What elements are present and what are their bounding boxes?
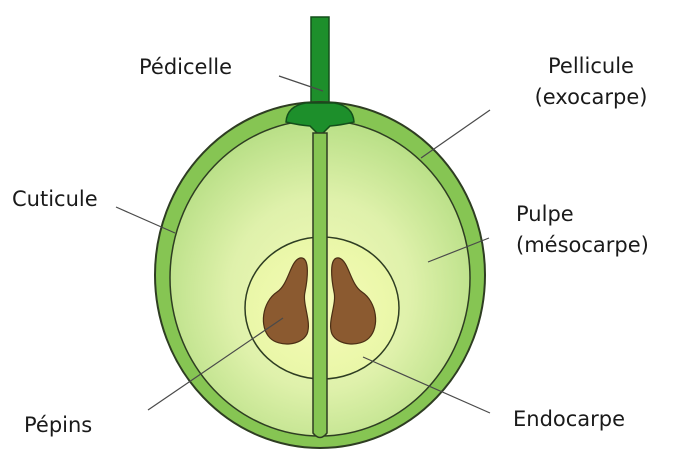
pedicel-stem <box>311 17 329 109</box>
label-pulpe: Pulpe (mésocarpe) <box>516 199 666 261</box>
label-pulpe-text: Pulpe <box>516 199 666 230</box>
label-exocarpe-text: (exocarpe) <box>516 82 666 113</box>
label-mesocarpe-text: (mésocarpe) <box>516 230 666 261</box>
label-cuticule: Cuticule <box>12 184 98 215</box>
label-pedicelle: Pédicelle <box>139 52 232 83</box>
label-pellicule: Pellicule (exocarpe) <box>516 51 666 113</box>
label-cuticule-text: Cuticule <box>12 184 98 215</box>
label-pepins-text: Pépins <box>24 410 92 441</box>
central-septum <box>313 133 327 438</box>
label-endocarpe-text: Endocarpe <box>513 404 625 435</box>
label-pedicelle-text: Pédicelle <box>139 52 232 83</box>
label-endocarpe: Endocarpe <box>513 404 625 435</box>
pellicule-leader <box>421 110 490 158</box>
label-pepins: Pépins <box>24 410 92 441</box>
label-pellicule-text: Pellicule <box>516 51 666 82</box>
